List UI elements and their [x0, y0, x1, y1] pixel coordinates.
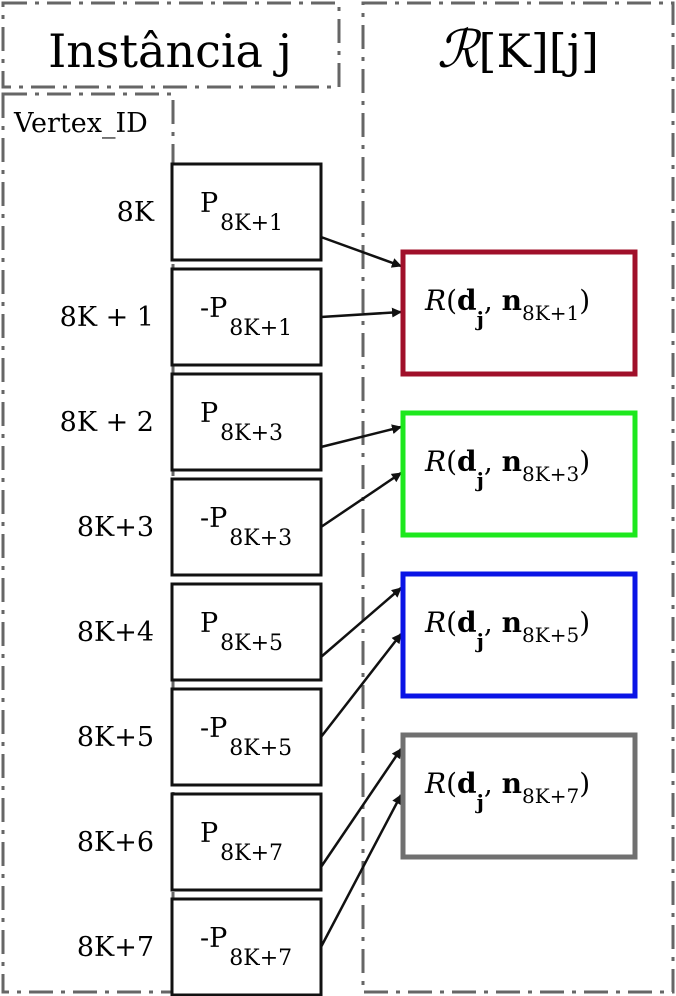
result-comma: , [484, 284, 502, 317]
result-box [400, 249, 638, 377]
position-subscript: 8K+5 [220, 631, 283, 656]
result-expression: R(dj, n8K+7) [424, 767, 590, 814]
result-normal: n [502, 284, 522, 317]
vertex-id-label: Vertex_ID [13, 108, 148, 139]
result-box [400, 571, 638, 699]
mapping-arrow [320, 424, 402, 449]
result-close-paren: ) [579, 445, 590, 478]
result-open-paren: ( [446, 767, 457, 800]
position-subscript: 8K+3 [220, 421, 283, 446]
vertex-id: 8K+3 [77, 512, 154, 543]
result-direction-subscript: j [475, 307, 484, 331]
vertex-position-label: -P8K+7 [200, 923, 292, 971]
mapping-arrow [320, 587, 402, 658]
result-normal: n [502, 767, 522, 800]
position-symbol: -P [200, 503, 227, 534]
vertex-cell [170, 897, 323, 996]
position-subscript: 8K+5 [229, 736, 292, 761]
left-header-title: Instância j [48, 24, 292, 78]
position-symbol: P [200, 608, 218, 639]
position-subscript: 8K+7 [220, 841, 283, 866]
result-direction-subscript: j [475, 790, 484, 814]
vertex-cell [170, 372, 323, 472]
results-layer: R(dj, n8K+1)R(dj, n8K+3)R(dj, n8K+5)R(dj… [400, 249, 638, 860]
vertex-id: 8K+6 [77, 827, 154, 858]
result-open-paren: ( [446, 606, 457, 639]
vertex-cell [170, 687, 323, 787]
vertex-cell [170, 582, 323, 682]
result-function: R [424, 606, 446, 639]
vertex-id: 8K [117, 197, 155, 228]
result-normal: n [502, 606, 522, 639]
mapping-arrow [319, 794, 403, 948]
vertex-id: 8K + 2 [60, 407, 154, 438]
result-comma: , [484, 606, 502, 639]
mapping-arrow [320, 471, 402, 529]
result-direction-subscript: j [475, 629, 484, 653]
result-direction: d [457, 284, 477, 317]
vertex-id: 8K+5 [77, 722, 154, 753]
vertex-cell [170, 162, 323, 262]
result-comma: , [484, 445, 502, 478]
mapping-arrow [320, 235, 402, 268]
position-symbol: P [200, 398, 218, 429]
result-expression: R(dj, n8K+1) [424, 284, 590, 331]
vertex-cell [170, 792, 323, 892]
result-box [400, 732, 638, 860]
vertex-id: 8K+4 [77, 617, 154, 648]
result-expression: R(dj, n8K+5) [424, 606, 590, 653]
vertex-position-label: P8K+3 [200, 398, 283, 446]
vertex-id: 8K+7 [77, 932, 154, 963]
result-normal: n [502, 445, 522, 478]
position-symbol: -P [200, 713, 227, 744]
result-direction-subscript: j [475, 468, 484, 492]
result-function: R [424, 767, 446, 800]
result-normal-subscript: 8K+5 [522, 623, 579, 647]
position-subscript: 8K+1 [220, 211, 283, 236]
arrows-layer [319, 235, 403, 948]
mapping-arrow [320, 633, 402, 738]
position-symbol: -P [200, 923, 227, 954]
position-subscript: 8K+7 [229, 946, 292, 971]
result-normal-subscript: 8K+1 [522, 301, 579, 325]
vertex-position-label: P8K+5 [200, 608, 283, 656]
vertex-position-label: P8K+7 [200, 818, 283, 866]
position-subscript: 8K+3 [229, 526, 292, 551]
result-close-paren: ) [579, 284, 590, 317]
result-open-paren: ( [446, 445, 457, 478]
vertex-position-label: -P8K+1 [200, 293, 292, 341]
result-function: R [424, 445, 446, 478]
vertex-position-label: P8K+1 [200, 188, 283, 236]
result-expression: R(dj, n8K+3) [424, 445, 590, 492]
vertex-position-label: -P8K+3 [200, 503, 292, 551]
result-normal-subscript: 8K+7 [522, 784, 579, 808]
result-direction: d [457, 767, 477, 800]
right-header-title: ℛ[K][j] [437, 20, 599, 80]
position-symbol: -P [200, 293, 227, 324]
result-direction: d [457, 606, 477, 639]
result-open-paren: ( [446, 284, 457, 317]
result-close-paren: ) [579, 606, 590, 639]
vertex-position-label: -P8K+5 [200, 713, 292, 761]
mapping-arrow [319, 748, 403, 868]
result-direction: d [457, 445, 477, 478]
result-normal-subscript: 8K+3 [522, 462, 579, 486]
position-subscript: 8K+1 [229, 316, 292, 341]
result-close-paren: ) [579, 767, 590, 800]
vertex-id: 8K + 1 [60, 302, 154, 333]
result-comma: , [484, 767, 502, 800]
vertex-cell [170, 477, 323, 577]
mapping-arrow [320, 307, 402, 319]
result-function: R [424, 284, 446, 317]
vertex-cell [170, 267, 323, 367]
r-script-symbol: ℛ [437, 20, 482, 80]
position-symbol: P [200, 818, 218, 849]
position-symbol: P [200, 188, 218, 219]
r-index-text: [K][j] [479, 24, 599, 78]
left-header-frame [1, 1, 341, 89]
result-box [400, 410, 638, 538]
